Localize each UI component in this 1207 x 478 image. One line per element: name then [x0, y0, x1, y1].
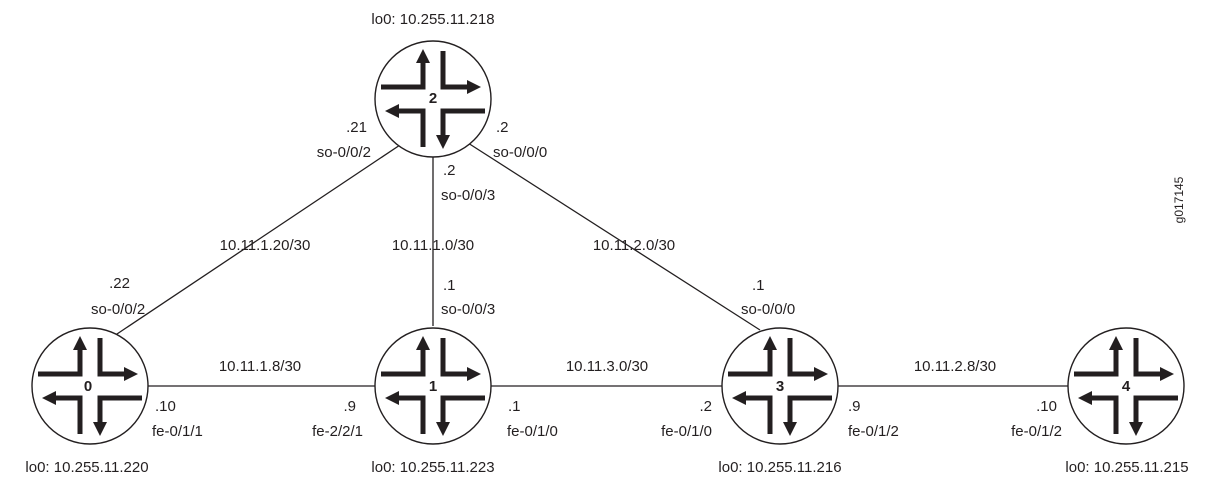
- interface-name: so-0/0/0: [741, 301, 795, 318]
- subnet-labels: 10.11.1.20/30 10.11.1.0/30 10.11.2.0/30 …: [219, 237, 996, 375]
- interface-name: fe-0/1/0: [507, 423, 558, 440]
- links: [107, 142, 1068, 387]
- subnet-label: 10.11.2.0/30: [593, 237, 675, 254]
- interface-address: .2: [496, 119, 509, 136]
- interface-name: so-0/0/2: [317, 144, 371, 161]
- interface-address: .1: [508, 398, 521, 415]
- interface-address: .1: [752, 277, 765, 294]
- interface-name: fe-0/1/1: [152, 423, 203, 440]
- router-number: 2: [429, 90, 437, 107]
- interface-address: .10: [1036, 398, 1057, 415]
- link-r2-r0: [107, 142, 404, 341]
- subnet-label: 10.11.3.0/30: [566, 358, 648, 375]
- interface-labels: .21 so-0/0/2 .22 so-0/0/2 .2 so-0/0/3 .1…: [91, 119, 1062, 440]
- router-number: 4: [1122, 378, 1131, 395]
- subnet-label: 10.11.1.20/30: [220, 237, 311, 254]
- interface-name: fe-0/1/0: [661, 423, 712, 440]
- router-loopback: lo0: 10.255.11.216: [718, 459, 841, 476]
- figure-id: g017145: [1172, 176, 1186, 223]
- interface-address: .10: [155, 398, 176, 415]
- interface-address: .22: [109, 275, 130, 292]
- interface-name: fe-0/1/2: [848, 423, 899, 440]
- interface-name: fe-0/1/2: [1011, 423, 1062, 440]
- router-number: 1: [429, 378, 437, 395]
- interface-address: .9: [343, 398, 356, 415]
- subnet-label: 10.11.1.8/30: [219, 358, 301, 375]
- router-4[interactable]: 4 lo0: 10.255.11.215: [1065, 328, 1189, 476]
- interface-name: fe-2/2/1: [312, 423, 363, 440]
- router-1[interactable]: 1 lo0: 10.255.11.223: [371, 328, 495, 476]
- router-loopback: lo0: 10.255.11.218: [371, 11, 494, 28]
- router-0[interactable]: 0 lo0: 10.255.11.220: [25, 328, 148, 476]
- interface-name: so-0/0/0: [493, 144, 547, 161]
- interface-address: .9: [848, 398, 861, 415]
- router-3[interactable]: 3 lo0: 10.255.11.216: [718, 328, 842, 476]
- subnet-label: 10.11.2.8/30: [914, 358, 996, 375]
- interface-name: so-0/0/2: [91, 301, 145, 318]
- interface-address: .2: [443, 162, 456, 179]
- interface-address: .21: [346, 119, 367, 136]
- router-2[interactable]: 2 lo0: 10.255.11.218: [371, 11, 495, 157]
- router-number: 3: [776, 378, 784, 395]
- link-r2-r3: [467, 142, 761, 331]
- router-number: 0: [84, 378, 92, 395]
- interface-name: so-0/0/3: [441, 187, 495, 204]
- router-loopback: lo0: 10.255.11.215: [1065, 459, 1188, 476]
- router-loopback: lo0: 10.255.11.220: [25, 459, 148, 476]
- interface-name: so-0/0/3: [441, 301, 495, 318]
- router-loopback: lo0: 10.255.11.223: [371, 459, 494, 476]
- interface-address: .2: [699, 398, 712, 415]
- interface-address: .1: [443, 277, 456, 294]
- subnet-label: 10.11.1.0/30: [392, 237, 474, 254]
